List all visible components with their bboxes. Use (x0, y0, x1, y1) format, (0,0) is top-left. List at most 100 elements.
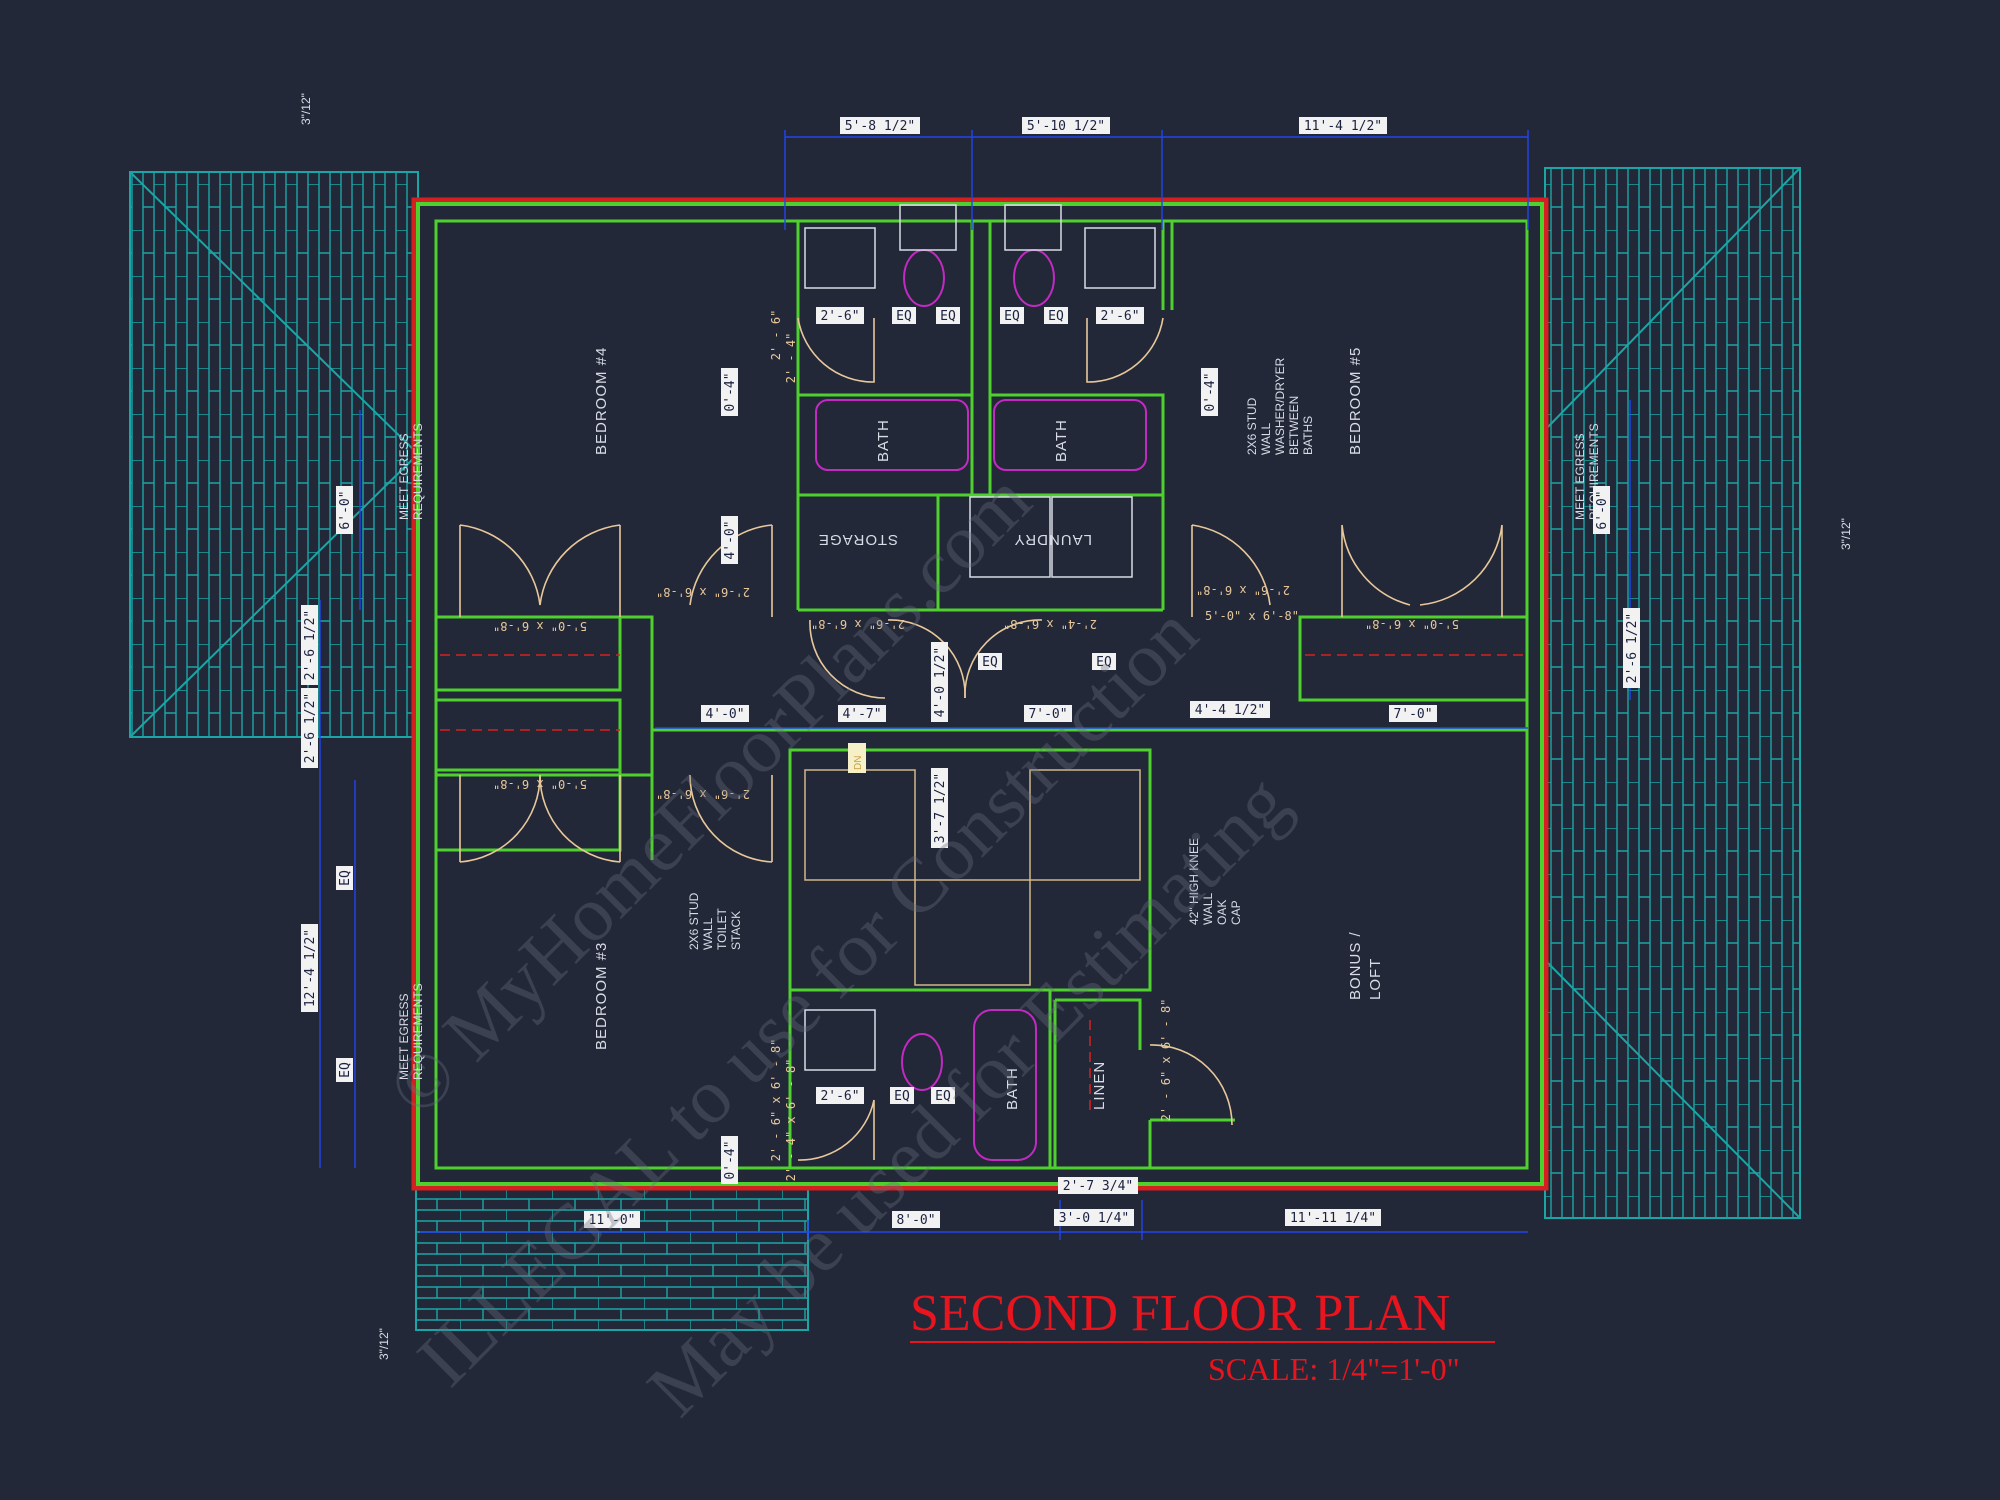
washer-dryer-note-4: BETWEEN (1287, 396, 1301, 455)
svg-text:2'-6": 2'-6" (820, 1089, 859, 1104)
dim-inner-11: EQ (1092, 653, 1116, 670)
svg-text:EQ: EQ (935, 1089, 951, 1104)
bath-counters (804, 204, 1156, 1071)
svg-text:4'-4 1/2": 4'-4 1/2" (1195, 703, 1265, 718)
door-label-11: 2' - 6" x 6' - 8" (769, 1039, 783, 1162)
stair-dn-label: DN (853, 756, 864, 770)
dim-left-1: 2'-6 1/2" (301, 605, 318, 685)
svg-text:4'-0": 4'-0" (705, 707, 744, 722)
dim-bottom-3: 3'-0 1/4" (1054, 1209, 1134, 1226)
interior-walls (436, 221, 1527, 1168)
dim-inner-2: EQ (936, 307, 960, 324)
door-label-6: 5'-0" x 6'-8" (1365, 617, 1459, 631)
svg-text:7'-0": 7'-0" (1393, 707, 1432, 722)
svg-text:0'-4": 0'-4" (1203, 372, 1218, 411)
dim-inner-4: EQ (1044, 307, 1068, 324)
egress-note-right-1: MEET EGRESS (1573, 434, 1587, 520)
room-label-bedroom4: BEDROOM #4 (593, 347, 610, 455)
svg-text:6'-0": 6'-0" (1595, 490, 1610, 529)
svg-text:2'-6 1/2": 2'-6 1/2" (303, 693, 318, 763)
door-label-2: 5'-0" x 6'-8" (493, 619, 587, 633)
dim-inner-9: 4'-0 1/2" (931, 642, 948, 722)
svg-text:5'-8 1/2": 5'-8 1/2" (845, 119, 915, 134)
svg-text:2'-7 3/4": 2'-7 3/4" (1063, 1179, 1133, 1194)
svg-text:11'-0": 11'-0" (589, 1213, 636, 1228)
svg-text:3'-7 1/2": 3'-7 1/2" (933, 773, 948, 843)
svg-text:2'-6": 2'-6" (1100, 309, 1139, 324)
svg-text:2'-6": 2'-6" (820, 309, 859, 324)
dim-mid-4: 7'-0" (1389, 705, 1437, 722)
svg-text:12'-4 1/2": 12'-4 1/2" (303, 929, 318, 1007)
knee-wall-note-2: WALL (1201, 892, 1215, 925)
svg-text:4'-7": 4'-7" (842, 707, 881, 722)
svg-text:EQ: EQ (896, 309, 912, 324)
dim-inner-6: 0'-4" (721, 368, 738, 416)
svg-text:EQ: EQ (1096, 655, 1112, 670)
room-label-bedroom5: BEDROOM #5 (1347, 347, 1364, 455)
roof-pitch-top-left: 3"/12" (299, 93, 313, 125)
dim-inner-3: EQ (1000, 307, 1024, 324)
knee-wall-note-3: OAK (1215, 900, 1229, 925)
dim-right-0: 6'-0" (1593, 486, 1610, 534)
dim-inner-16: 0'-4" (721, 1136, 738, 1184)
knee-wall-note-4: CAP (1229, 900, 1243, 925)
door-label-4: 2'-6" x 6'-8" (811, 617, 905, 631)
room-label-bath-b: BATH (1053, 419, 1070, 462)
dim-top-1: 5'-10 1/2" (1022, 117, 1110, 134)
dim-bottom-0: 11'-0" (584, 1211, 640, 1228)
toilet-stack-note-1: 2X6 STUD (687, 892, 701, 950)
door-label-7: 2'-6" x 6'-8" (1196, 583, 1290, 597)
washer-dryer-note-2: WALL (1259, 422, 1273, 455)
dim-inner-5: 2'-6" (1096, 307, 1144, 324)
door-label-13: 2' - 6" x 6' - 8" (1159, 999, 1173, 1122)
toilet-stack-note-2: WALL (701, 917, 715, 950)
room-label-bonus: BONUS / (1347, 931, 1364, 1000)
washer-dryer-note-3: WASHER/DRYER (1273, 357, 1287, 455)
roof-pitch-bottom-left: 3"/12" (377, 1328, 391, 1360)
door-label-9: 2'-6" x 6'-8" (656, 787, 750, 801)
room-label-bath-c: BATH (1004, 1067, 1021, 1110)
svg-text:2'-6 1/2": 2'-6 1/2" (303, 610, 318, 680)
room-label-bedroom3: BEDROOM #3 (593, 942, 610, 1050)
washer-dryer-note-1: 2X6 STUD (1245, 397, 1259, 455)
dim-inner-14: EQ (890, 1087, 914, 1104)
exterior-wall (411, 197, 1549, 1191)
svg-text:EQ: EQ (940, 309, 956, 324)
dim-inner-15: EQ (931, 1087, 955, 1104)
roof-right (1544, 167, 1801, 1219)
door-label-1: 2' - 4" (784, 333, 798, 384)
svg-text:11'-4 1/2": 11'-4 1/2" (1304, 119, 1382, 134)
svg-text:5'-10 1/2": 5'-10 1/2" (1027, 119, 1105, 134)
door-label-10: 5'-0" x 6'-8" (1205, 609, 1299, 623)
dim-left-0: 6'-0" (336, 486, 353, 534)
dim-left-5: EQ (336, 1058, 353, 1082)
dimension-lines (319, 130, 1631, 1240)
roof-left (129, 171, 419, 738)
door-label-5: 2'-4" x 6'-8" (1003, 617, 1097, 631)
door-label-8: 5'-0" x 6'-8" (493, 777, 587, 791)
svg-text:EQ: EQ (894, 1089, 910, 1104)
svg-text:4'-0 1/2": 4'-0 1/2" (933, 647, 948, 717)
plan-title: SECOND FLOOR PLAN (910, 1285, 1450, 1342)
plan-scale: SCALE: 1/4"=1'-0" (1208, 1351, 1460, 1387)
room-label-laundry: LAUNDRY (1014, 531, 1092, 548)
dim-mid-2: 7'-0" (1024, 705, 1072, 722)
egress-note-left-bottom-1: MEET EGRESS (397, 994, 411, 1080)
exterior-wall-inner (416, 202, 1544, 1186)
bath-fixtures (815, 249, 1147, 1161)
room-label-loft: LOFT (1367, 958, 1384, 1000)
room-label-linen: LINEN (1091, 1061, 1108, 1110)
svg-text:EQ: EQ (982, 655, 998, 670)
interior-outline (434, 219, 1529, 1170)
svg-text:EQ: EQ (1004, 309, 1020, 324)
dim-inner-7: 0'-4" (1201, 368, 1218, 416)
dim-inner-0: 2'-6" (816, 307, 864, 324)
dimension-labels: 5'-8 1/2" 5'-10 1/2" 11'-4 1/2" 4'-0" 4'-7" 7… (301, 117, 1640, 1228)
egress-note-left-top-2: REQUIREMENTS (411, 423, 425, 520)
toilet-stack-note-4: STACK (729, 911, 743, 950)
dim-inner-12: 3'-7 1/2" (931, 768, 948, 848)
svg-text:0'-4": 0'-4" (723, 1140, 738, 1179)
dim-top-0: 5'-8 1/2" (840, 117, 920, 134)
dim-mid-0: 4'-0" (701, 705, 749, 722)
